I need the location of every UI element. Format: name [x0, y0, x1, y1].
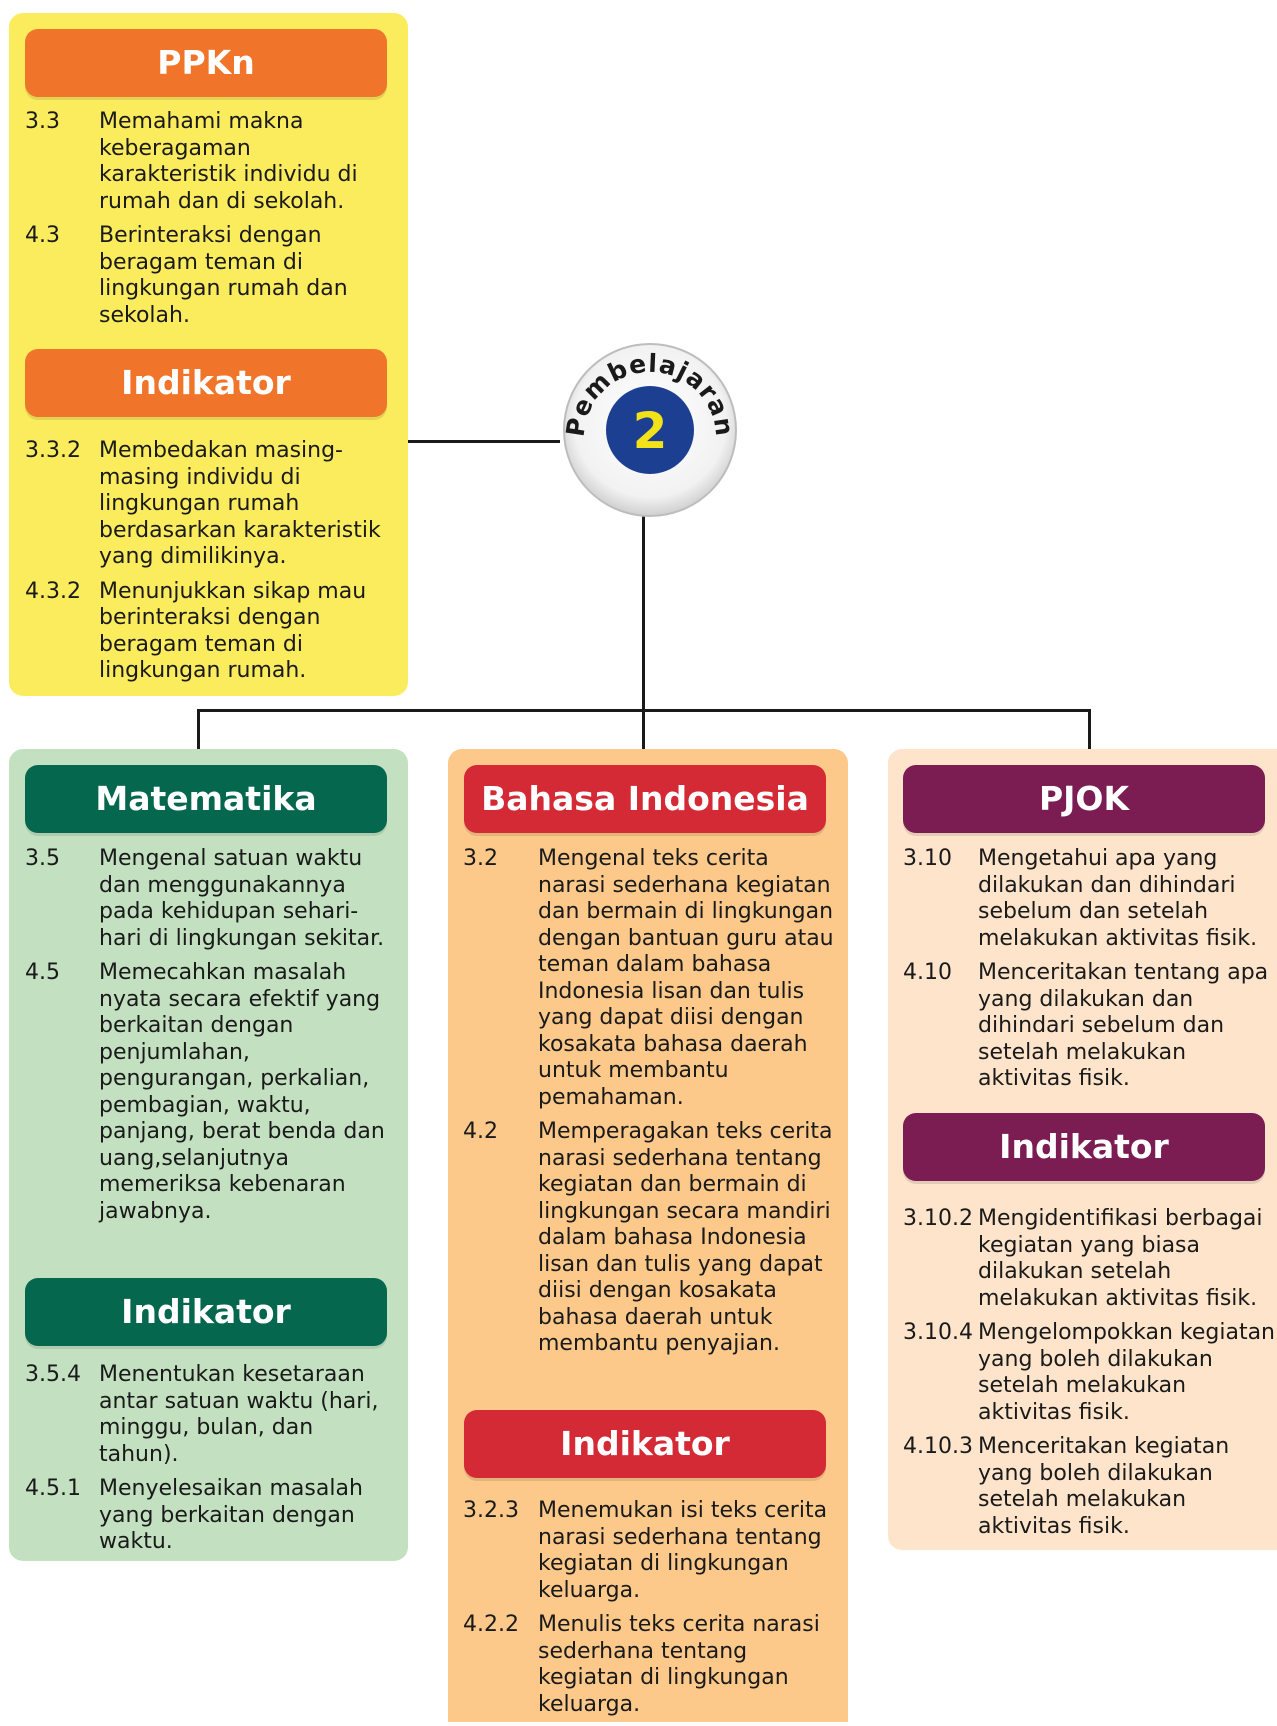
kd-code: 3.2: [463, 846, 498, 871]
connector-badge-stem: [642, 510, 645, 712]
list-item: 4.3.2 Menunjukkan sikap mau berinteraksi…: [25, 579, 390, 685]
kd-text: Mengenal teks cerita narasi sederhana ke…: [538, 846, 834, 1110]
kd-text: Memahami makna keberagaman karakteristik…: [99, 109, 358, 214]
kd-code: 4.3: [25, 223, 60, 248]
indikator-code: 4.5.1: [25, 1476, 81, 1501]
ppkn-indikator-header: Indikator: [25, 349, 387, 417]
indikator-text: Menulis teks cerita narasi sederhana ten…: [538, 1612, 820, 1717]
list-item: 4.2 Memperagakan teks cerita narasi sede…: [463, 1119, 835, 1358]
indikator-text: Menyelesaikan masalah yang berkaitan den…: [99, 1476, 363, 1554]
matematika-kd-list: 3.5 Mengenal satuan waktu dan menggunaka…: [25, 846, 385, 1233]
indikator-code: 4.3.2: [25, 578, 81, 604]
kd-code: 3.3: [25, 109, 60, 134]
list-item: 4.2.2 Menulis teks cerita narasi sederha…: [463, 1612, 835, 1718]
kd-text: Menceritakan tentang apa yang dilakukan …: [978, 960, 1269, 1091]
connector-ppkn-to-badge: [408, 440, 560, 443]
matematika-panel: [9, 749, 408, 1561]
list-item: 4.3 Berinteraksi dengan beragam teman di…: [25, 223, 385, 329]
pjok-indikator-list: 3.10.2 Mengidentifikasi berbagai kegiata…: [903, 1206, 1275, 1548]
badge-number: 2: [633, 402, 668, 460]
indikator-code: 3.10.4: [903, 1320, 973, 1345]
list-item: 3.2.3 Menemukan isi teks cerita narasi s…: [463, 1498, 835, 1604]
connector-to-matematika: [197, 709, 200, 749]
matematika-indikator-header: Indikator: [25, 1278, 387, 1346]
indikator-code: 4.2.2: [463, 1612, 519, 1637]
matematika-title-header: Matematika: [25, 765, 387, 833]
kd-text: Memecahkan masalah nyata secara efektif …: [99, 960, 385, 1224]
ppkn-indikator-list: 3.3.2 Membedakan masing-masing individu …: [25, 438, 390, 693]
list-item: 3.10.4 Mengelompokkan kegiatan yang bole…: [903, 1320, 1275, 1426]
indikator-text: Menentukan kesetaraan antar satuan waktu…: [99, 1362, 379, 1467]
kd-text: Berinteraksi dengan beragam teman di lin…: [99, 223, 348, 328]
list-item: 3.10.2 Mengidentifikasi berbagai kegiata…: [903, 1206, 1275, 1312]
indikator-text: Menunjukkan sikap mau berinteraksi denga…: [99, 578, 367, 684]
kd-code: 4.10: [903, 960, 952, 985]
pjok-title-header: PJOK: [903, 765, 1265, 833]
list-item: 3.10 Mengetahui apa yang dilakukan dan d…: [903, 846, 1275, 952]
list-item: 4.5 Memecahkan masalah nyata secara efek…: [25, 960, 385, 1225]
list-item: 3.3.2 Membedakan masing-masing individu …: [25, 438, 390, 571]
kd-code: 3.10: [903, 846, 952, 871]
pjok-kd-list: 3.10 Mengetahui apa yang dilakukan dan d…: [903, 846, 1275, 1101]
indikator-text: Menceritakan kegiatan yang boleh dilakuk…: [978, 1434, 1230, 1539]
indikator-code: 3.5.4: [25, 1362, 81, 1387]
list-item: 3.5 Mengenal satuan waktu dan menggunaka…: [25, 846, 385, 952]
list-item: 3.2 Mengenal teks cerita narasi sederhan…: [463, 846, 835, 1111]
indikator-text: Menemukan isi teks cerita narasi sederha…: [538, 1498, 828, 1603]
kd-code: 4.5: [25, 960, 60, 985]
ppkn-kd-list: 3.3 Memahami makna keberagaman karakteri…: [25, 109, 385, 337]
pembelajaran-badge: Pembelajaran 2: [562, 343, 738, 517]
list-item: 4.5.1 Menyelesaikan masalah yang berkait…: [25, 1476, 387, 1556]
indikator-code: 3.2.3: [463, 1498, 519, 1523]
indikator-text: Mengelompokkan kegiatan yang boleh dilak…: [978, 1320, 1275, 1425]
badge-inner-circle: [606, 386, 694, 474]
list-item: 4.10.3 Menceritakan kegiatan yang boleh …: [903, 1434, 1275, 1540]
bahasa-indonesia-indikator-header: Indikator: [464, 1410, 826, 1478]
bahasa-indonesia-panel: [448, 749, 848, 1722]
list-item: 3.5.4 Menentukan kesetaraan antar satuan…: [25, 1362, 387, 1468]
indikator-code: 4.10.3: [903, 1434, 973, 1459]
pjok-indikator-header: Indikator: [903, 1113, 1265, 1181]
list-item: 4.10 Menceritakan tentang apa yang dilak…: [903, 960, 1275, 1093]
kd-text: Memperagakan teks cerita narasi sederhan…: [538, 1119, 833, 1356]
list-item: 3.3 Memahami makna keberagaman karakteri…: [25, 109, 385, 215]
kd-text: Mengenal satuan waktu dan menggunakannya…: [99, 846, 385, 951]
ppkn-title-header: PPKn: [25, 29, 387, 97]
bahasa-indonesia-kd-list: 3.2 Mengenal teks cerita narasi sederhan…: [463, 846, 835, 1366]
indikator-text: Mengidentifikasi berbagai kegiatan yang …: [978, 1206, 1263, 1311]
connector-to-bahasa-indonesia: [642, 709, 645, 749]
kd-code: 4.2: [463, 1119, 498, 1144]
kd-text: Mengetahui apa yang dilakukan dan dihind…: [978, 846, 1258, 951]
bahasa-indonesia-title-header: Bahasa Indonesia: [464, 765, 826, 833]
bahasa-indonesia-indikator-list: 3.2.3 Menemukan isi teks cerita narasi s…: [463, 1498, 835, 1726]
matematika-indikator-list: 3.5.4 Menentukan kesetaraan antar satuan…: [25, 1362, 387, 1564]
indikator-code: 3.3.2: [25, 438, 81, 463]
indikator-text: Membedakan masing-masing individu di lin…: [99, 438, 381, 569]
indikator-code: 3.10.2: [903, 1206, 973, 1231]
connector-to-pjok: [1088, 709, 1091, 749]
kd-code: 3.5: [25, 846, 60, 871]
